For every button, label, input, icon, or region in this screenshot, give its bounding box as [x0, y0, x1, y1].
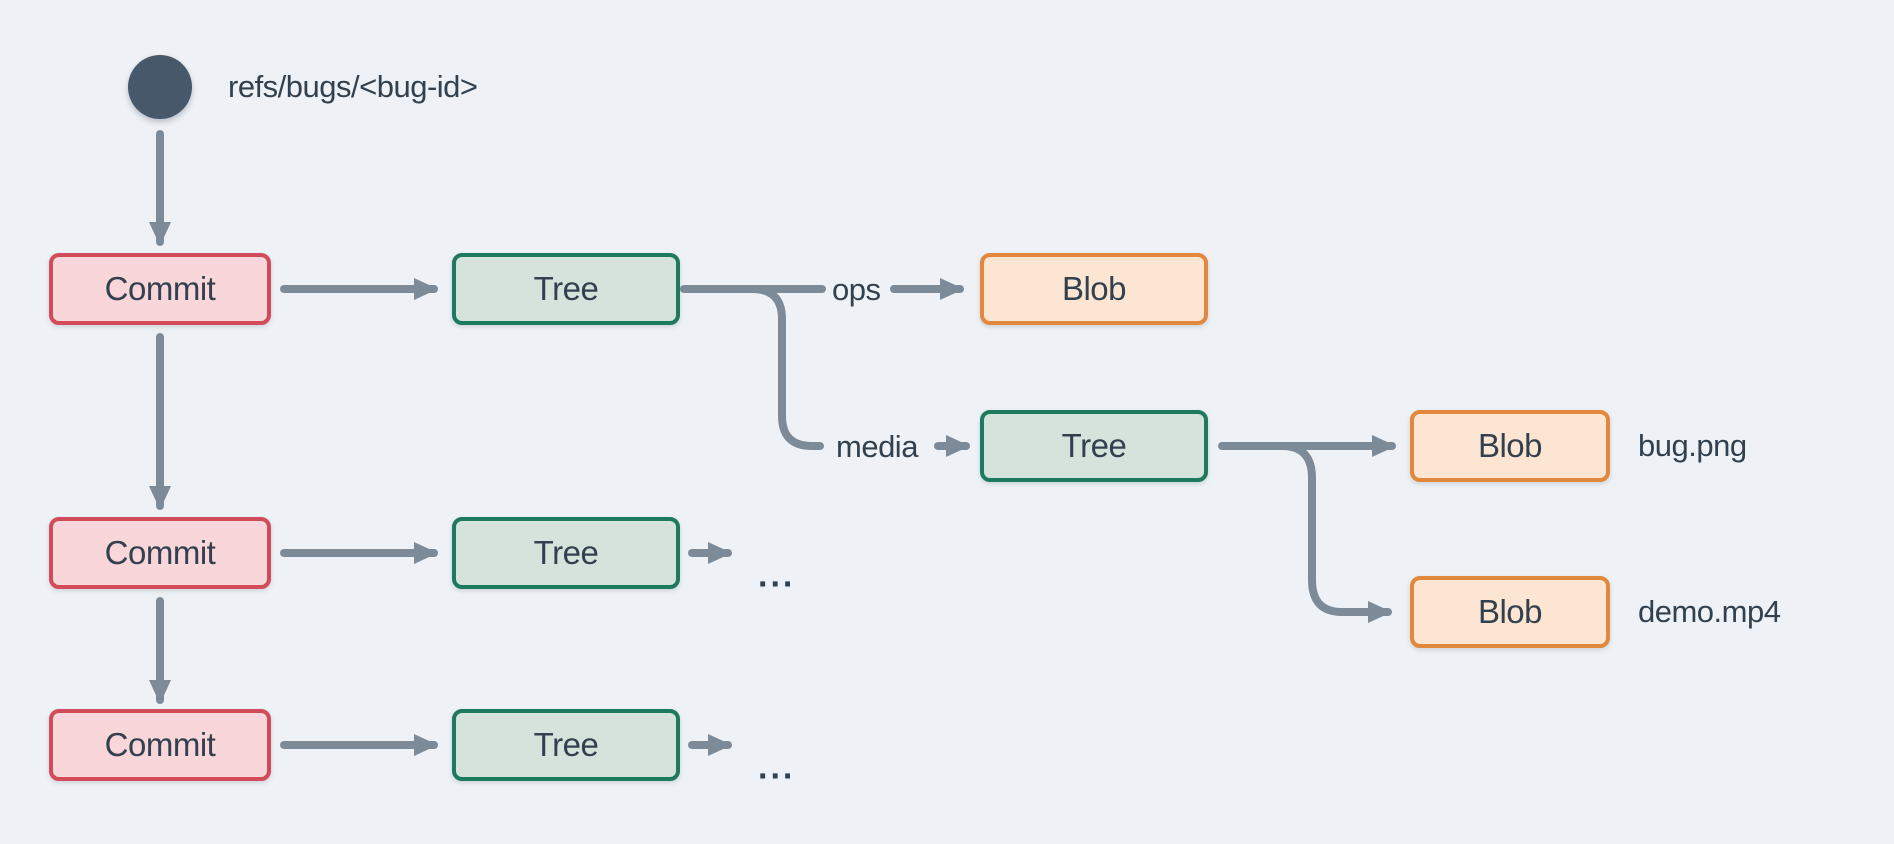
file-label-demo: demo.mp4: [1638, 594, 1781, 629]
blob-node-demo: Blob: [1410, 576, 1610, 648]
commit-node-2: Commit: [49, 517, 271, 589]
commit-node-1: Commit: [49, 253, 271, 325]
blob-node-ops: Blob: [980, 253, 1208, 325]
commit-node-3: Commit: [49, 709, 271, 781]
tree-node-row3: Tree: [452, 709, 680, 781]
ellipsis-row2: ...: [758, 556, 796, 595]
tree-node-row2: Tree: [452, 517, 680, 589]
edge-label-media: media: [836, 429, 918, 464]
edge-label-ops: ops: [832, 272, 881, 307]
ref-node: [128, 55, 192, 119]
edge-tree1-branch-media: [748, 285, 824, 450]
ref-label: refs/bugs/<bug-id>: [228, 69, 478, 104]
tree-node-media: Tree: [980, 410, 1208, 482]
file-label-bug: bug.png: [1638, 428, 1747, 463]
blob-node-bug: Blob: [1410, 410, 1610, 482]
tree-node-1: Tree: [452, 253, 680, 325]
ellipsis-row3: ...: [758, 748, 796, 787]
edge-tree-media-branch-to-blob-demo: [1278, 442, 1392, 623]
